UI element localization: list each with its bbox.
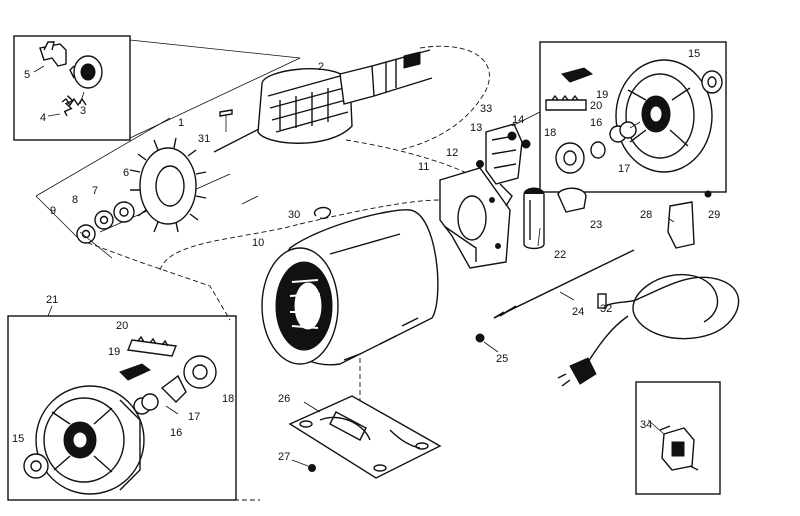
part-19-felt-bottom [119,363,151,381]
part-9-washer [76,224,96,244]
label-part-20-top: 20 [590,100,602,112]
part-labels: 1 2 3 4 5 6 7 8 9 10 11 12 13 14 15 15 1… [12,48,720,463]
part-6-fan [129,137,207,233]
label-part-16-top: 16 [590,117,602,129]
label-part-32: 32 [600,303,612,315]
label-part-24: 24 [572,306,584,318]
part-15-end-bell-bottom [23,385,145,495]
part-14-screw [521,139,531,149]
part-30-clip [313,206,332,220]
part-23-bracket [557,187,587,213]
label-part-12: 12 [446,147,458,159]
part-16-sleeve-top [609,121,637,143]
label-part-17-top: 17 [618,163,630,175]
part-17-plate-bottom [160,374,187,403]
label-part-4: 4 [40,112,46,124]
part-19-felt-top [561,67,594,83]
label-part-28: 28 [640,209,652,221]
part-10-stator-housing [261,209,439,366]
part-32-power-cord [557,273,740,387]
assembly-dashed-lines [35,39,490,501]
label-part-34: 34 [640,419,652,431]
inset-box-bottom-right [635,381,721,495]
part-2-armature [213,49,433,153]
label-part-2: 2 [318,61,324,73]
label-part-22: 22 [554,249,566,261]
label-part-23: 23 [590,219,602,231]
part-11-switch-plate [439,167,511,269]
label-part-19-top: 19 [596,89,608,101]
part-20-wick-bottom [127,335,177,357]
label-part-1: 1 [178,117,184,129]
label-part-25: 25 [496,353,508,365]
part-31-key [219,109,233,117]
part-20-wick-top [545,94,587,111]
part-17-washer-top [590,141,606,159]
leader-lines [47,111,675,467]
label-part-20-bottom: 20 [116,320,128,332]
label-part-26: 26 [278,393,290,405]
part-33-screw [507,131,517,141]
label-part-18-top: 18 [544,127,556,139]
label-part-5: 5 [24,69,30,81]
label-part-30: 30 [288,209,300,221]
part-12-screw [476,160,484,168]
part-27-screw [308,464,316,472]
part-16-sleeve-bottom [133,393,159,415]
part-26-base [288,395,442,479]
part-28-cover [667,201,695,249]
part-3-cap [69,55,103,89]
part-15-end-bell-top [615,59,723,173]
label-part-15-top: 15 [688,48,700,60]
part-8-washer [94,210,114,230]
label-part-33: 33 [480,103,492,115]
part-34-switch [659,425,699,471]
inset-box-top-left [13,35,131,141]
label-part-13: 13 [470,122,482,134]
label-part-11: 11 [418,161,429,173]
part-5-clip [39,41,67,67]
label-part-6: 6 [123,167,129,179]
label-part-3: 3 [80,105,86,117]
label-part-14: 14 [512,114,524,126]
label-part-21: 21 [46,294,58,306]
label-part-31: 31 [198,133,210,145]
label-part-9: 9 [50,205,56,217]
part-18-bearing-bottom [183,355,217,389]
part-7-washer [113,201,135,223]
label-part-19-bottom: 19 [108,346,120,358]
part-22-capacitor [523,187,545,250]
label-part-27: 27 [278,451,290,463]
label-part-16-bottom: 16 [170,427,182,439]
part-18-bearing-top [555,142,585,174]
label-part-29: 29 [708,209,720,221]
label-part-10: 10 [252,237,264,249]
label-part-17-bottom: 17 [188,411,200,423]
inset-box-top-right [539,41,727,193]
label-part-8: 8 [72,194,78,206]
label-part-18-bottom: 18 [222,393,234,405]
part-29-screw [704,190,712,198]
inset-box-bottom-left [7,315,237,501]
part-24-through-bolt [493,249,635,319]
label-part-7: 7 [92,185,98,197]
label-part-15-bottom: 15 [12,433,24,445]
part-25-nut [475,333,485,343]
